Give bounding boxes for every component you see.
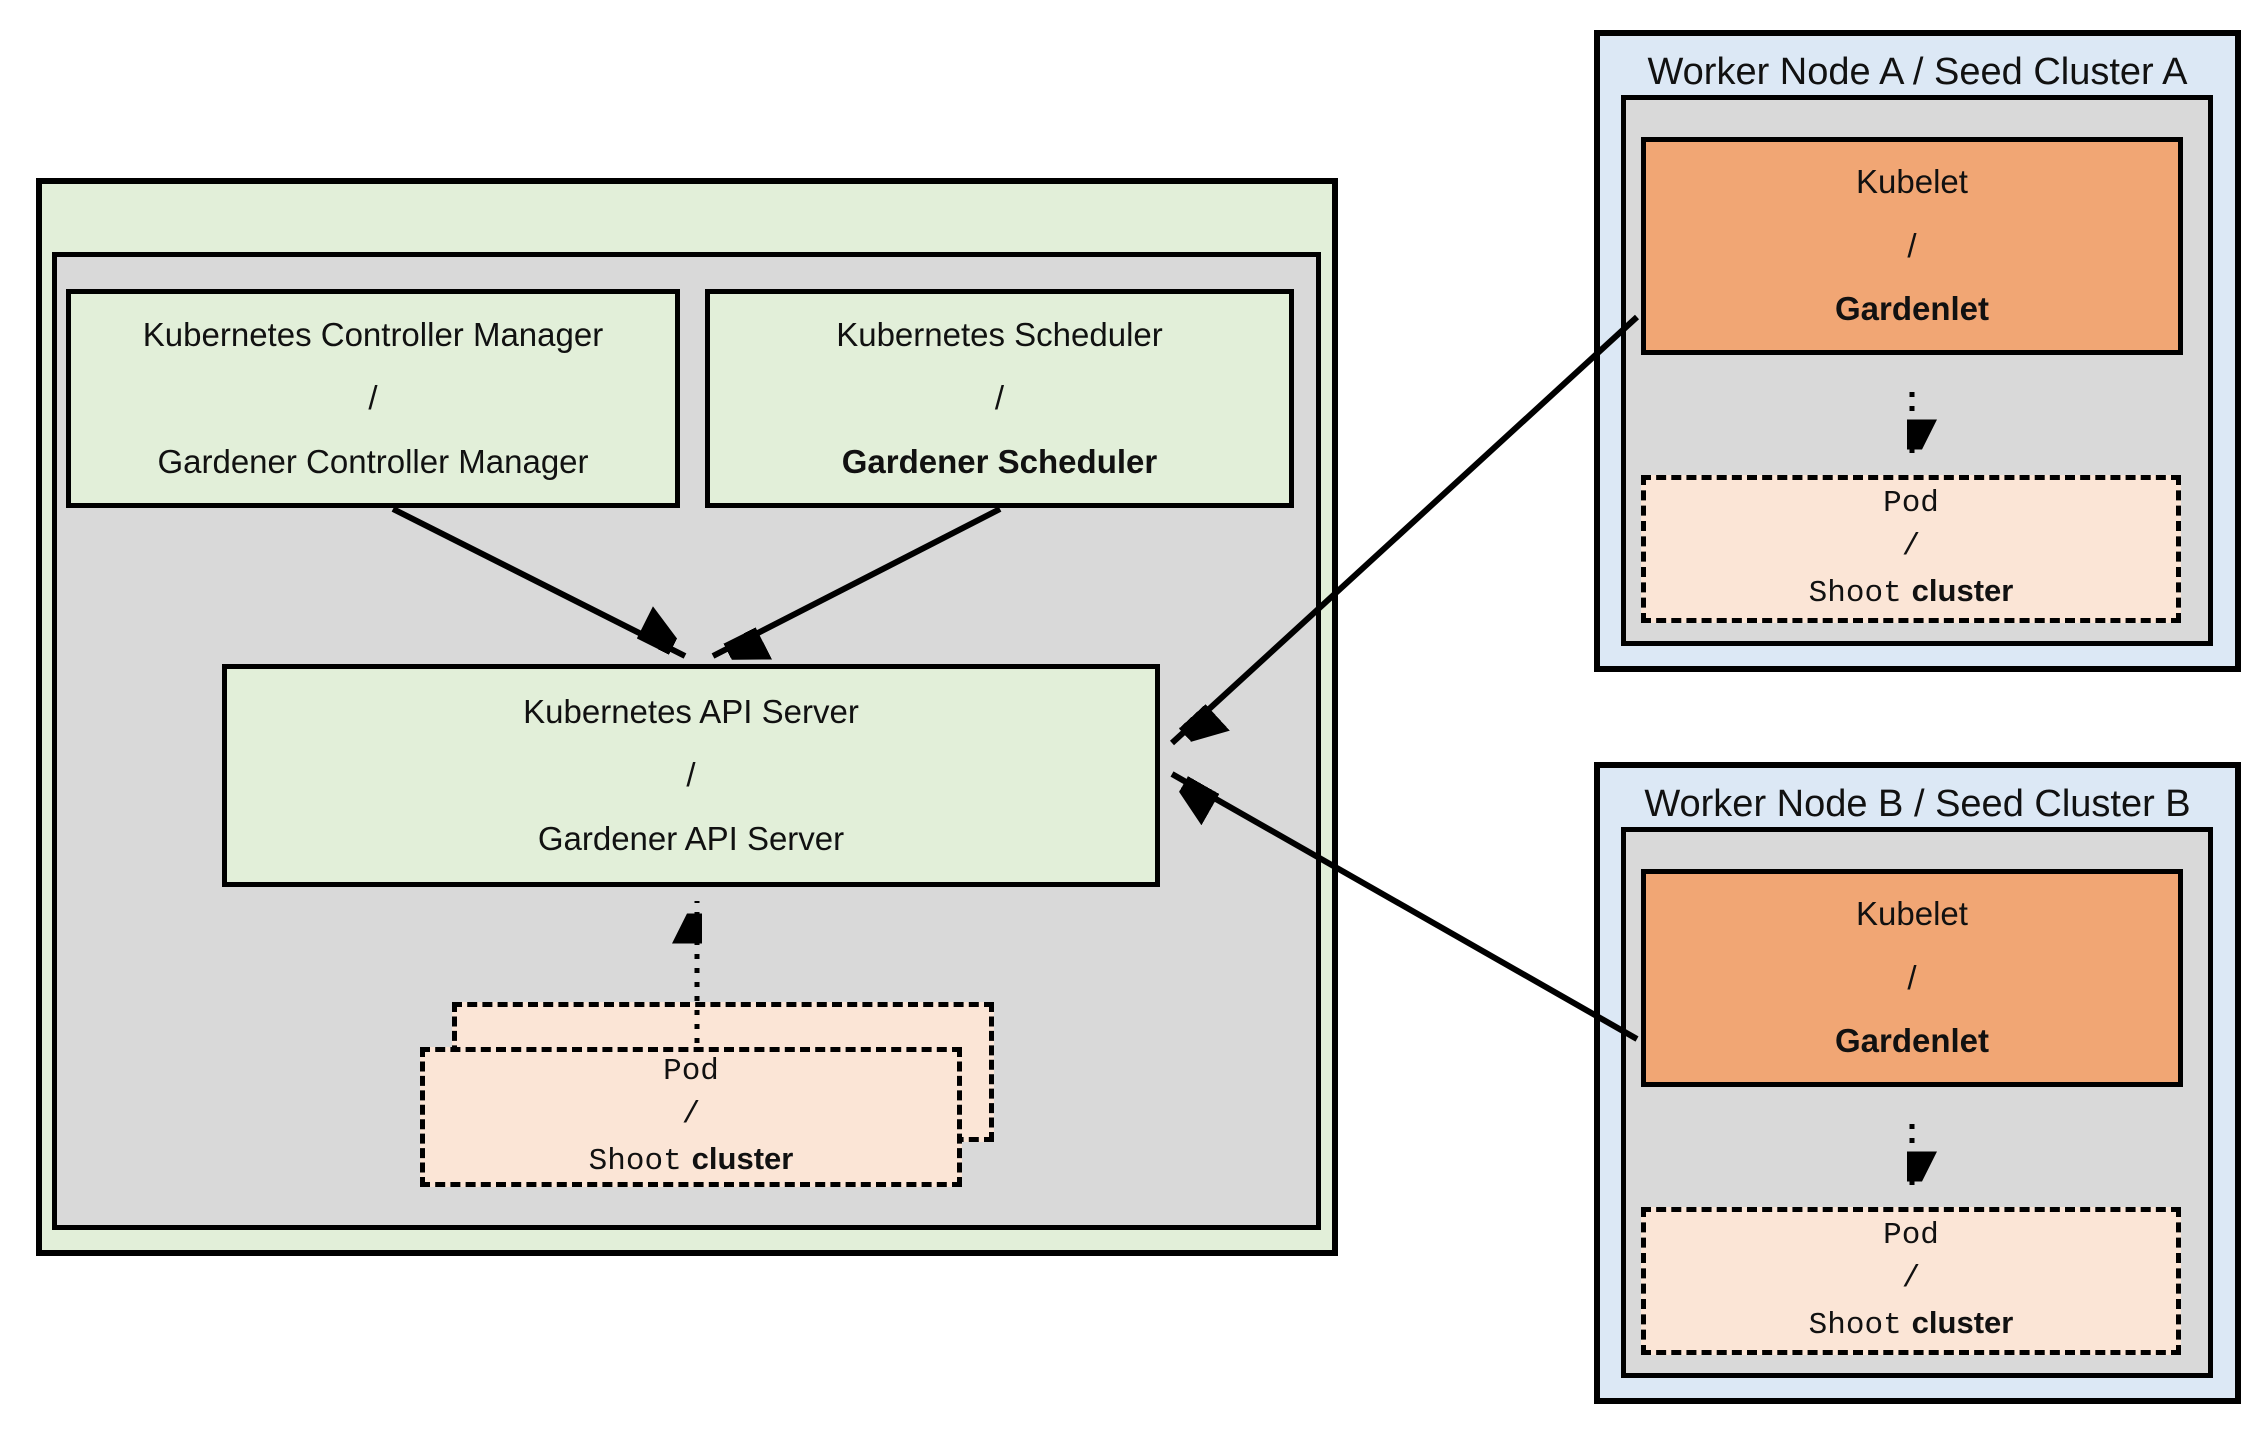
- kubelet-a-line-gardenlet: Gardenlet: [1834, 290, 1990, 328]
- scheduler-separator: /: [994, 379, 1005, 417]
- pod-label: Pod: [663, 1053, 719, 1089]
- scheduler-line-kubernetes: Kubernetes Scheduler: [836, 315, 1163, 353]
- shoot-a-label: Shoot: [1808, 575, 1902, 611]
- api-server-box: Kubernetes API Server / Gardener API Ser…: [222, 664, 1160, 887]
- worker-node-b-title: Worker Node B / Seed Cluster B: [1644, 783, 2191, 825]
- controller-manager-separator: /: [368, 379, 378, 417]
- api-server-line-kubernetes: Kubernetes API Server: [523, 692, 859, 730]
- controller-manager-line-kubernetes: Kubernetes Controller Manager: [142, 315, 604, 353]
- kubelet-b-line-kubelet: Kubelet: [1856, 895, 1968, 933]
- kubelet-a-box: Kubelet / Gardenlet: [1641, 137, 2183, 355]
- shoot-label: Shoot: [588, 1143, 682, 1179]
- cluster-b-label: cluster: [1911, 1304, 2014, 1340]
- pod-a-label: Pod: [1883, 485, 1939, 521]
- kubelet-a-line-kubelet: Kubelet: [1856, 163, 1968, 201]
- kubelet-b-line-gardenlet: Gardenlet: [1834, 1022, 1990, 1060]
- worker-node-a-title: Worker Node A / Seed Cluster A: [1647, 51, 2188, 93]
- pod-separator: /: [681, 1097, 701, 1133]
- api-server-separator: /: [686, 756, 696, 794]
- cluster-label: cluster: [691, 1140, 794, 1176]
- cluster-a-label: cluster: [1911, 572, 2014, 608]
- controller-manager-line-gardener: Gardener Controller Manager: [157, 442, 589, 480]
- scheduler-box: Kubernetes Scheduler / Gardener Schedule…: [705, 289, 1294, 508]
- controller-manager-box: Kubernetes Controller Manager / Gardener…: [66, 289, 680, 508]
- kubelet-b-box: Kubelet / Gardenlet: [1641, 869, 2183, 1087]
- shoot-b-label: Shoot: [1808, 1307, 1902, 1343]
- pod-b-label: Pod: [1883, 1217, 1939, 1253]
- pod-a-separator: /: [1901, 529, 1921, 565]
- kubelet-b-separator: /: [1907, 958, 1917, 996]
- scheduler-line-gardener: Gardener Scheduler: [841, 442, 1158, 480]
- pod-b-separator: /: [1901, 1261, 1921, 1297]
- kubelet-a-separator: /: [1907, 226, 1917, 264]
- api-server-line-gardener: Gardener API Server: [537, 819, 845, 857]
